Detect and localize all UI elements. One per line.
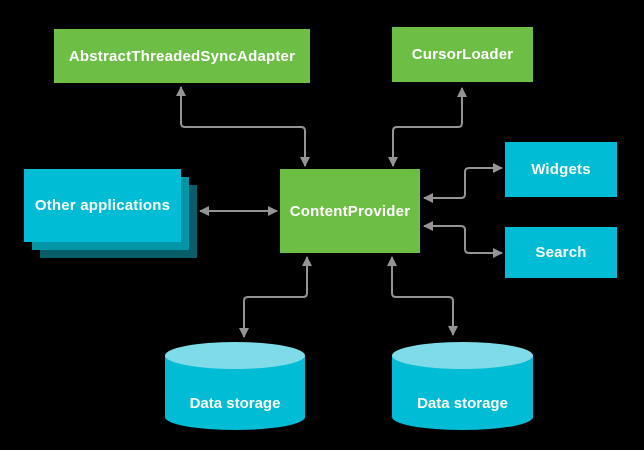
edge-syncadapter-contentprovider bbox=[176, 86, 310, 167]
node-label: CursorLoader bbox=[411, 46, 514, 63]
edge-contentprovider-datastorage-left bbox=[239, 256, 312, 338]
node-widgets: Widgets bbox=[505, 142, 617, 197]
node-contentprovider: ContentProvider bbox=[280, 169, 420, 253]
node-label: ContentProvider bbox=[289, 202, 411, 220]
node-label: AbstractThreadedSyncAdapter bbox=[68, 47, 296, 65]
node-label: Search bbox=[535, 244, 587, 261]
node-cursorloader: CursorLoader bbox=[392, 27, 533, 82]
edge-contentprovider-widgets bbox=[423, 163, 503, 203]
cylinder-top-ellipse bbox=[392, 342, 533, 369]
node-label: Data storage bbox=[189, 394, 281, 412]
node-label: Other applications bbox=[34, 197, 171, 214]
node-abstractthreadedsyncadapter: AbstractThreadedSyncAdapter bbox=[54, 29, 310, 83]
edge-contentprovider-datastorage-right bbox=[387, 256, 458, 336]
edge-cursorloader-contentprovider bbox=[388, 87, 467, 167]
edge-contentprovider-search bbox=[423, 221, 503, 258]
cylinder-top-ellipse bbox=[165, 342, 305, 369]
node-label: Widgets bbox=[531, 161, 591, 178]
node-data-storage-left: Data storage bbox=[165, 342, 305, 430]
node-search: Search bbox=[505, 227, 617, 278]
node-data-storage-right: Data storage bbox=[392, 342, 533, 430]
node-label: Data storage bbox=[417, 394, 508, 412]
node-other-applications: Other applications bbox=[24, 169, 181, 242]
